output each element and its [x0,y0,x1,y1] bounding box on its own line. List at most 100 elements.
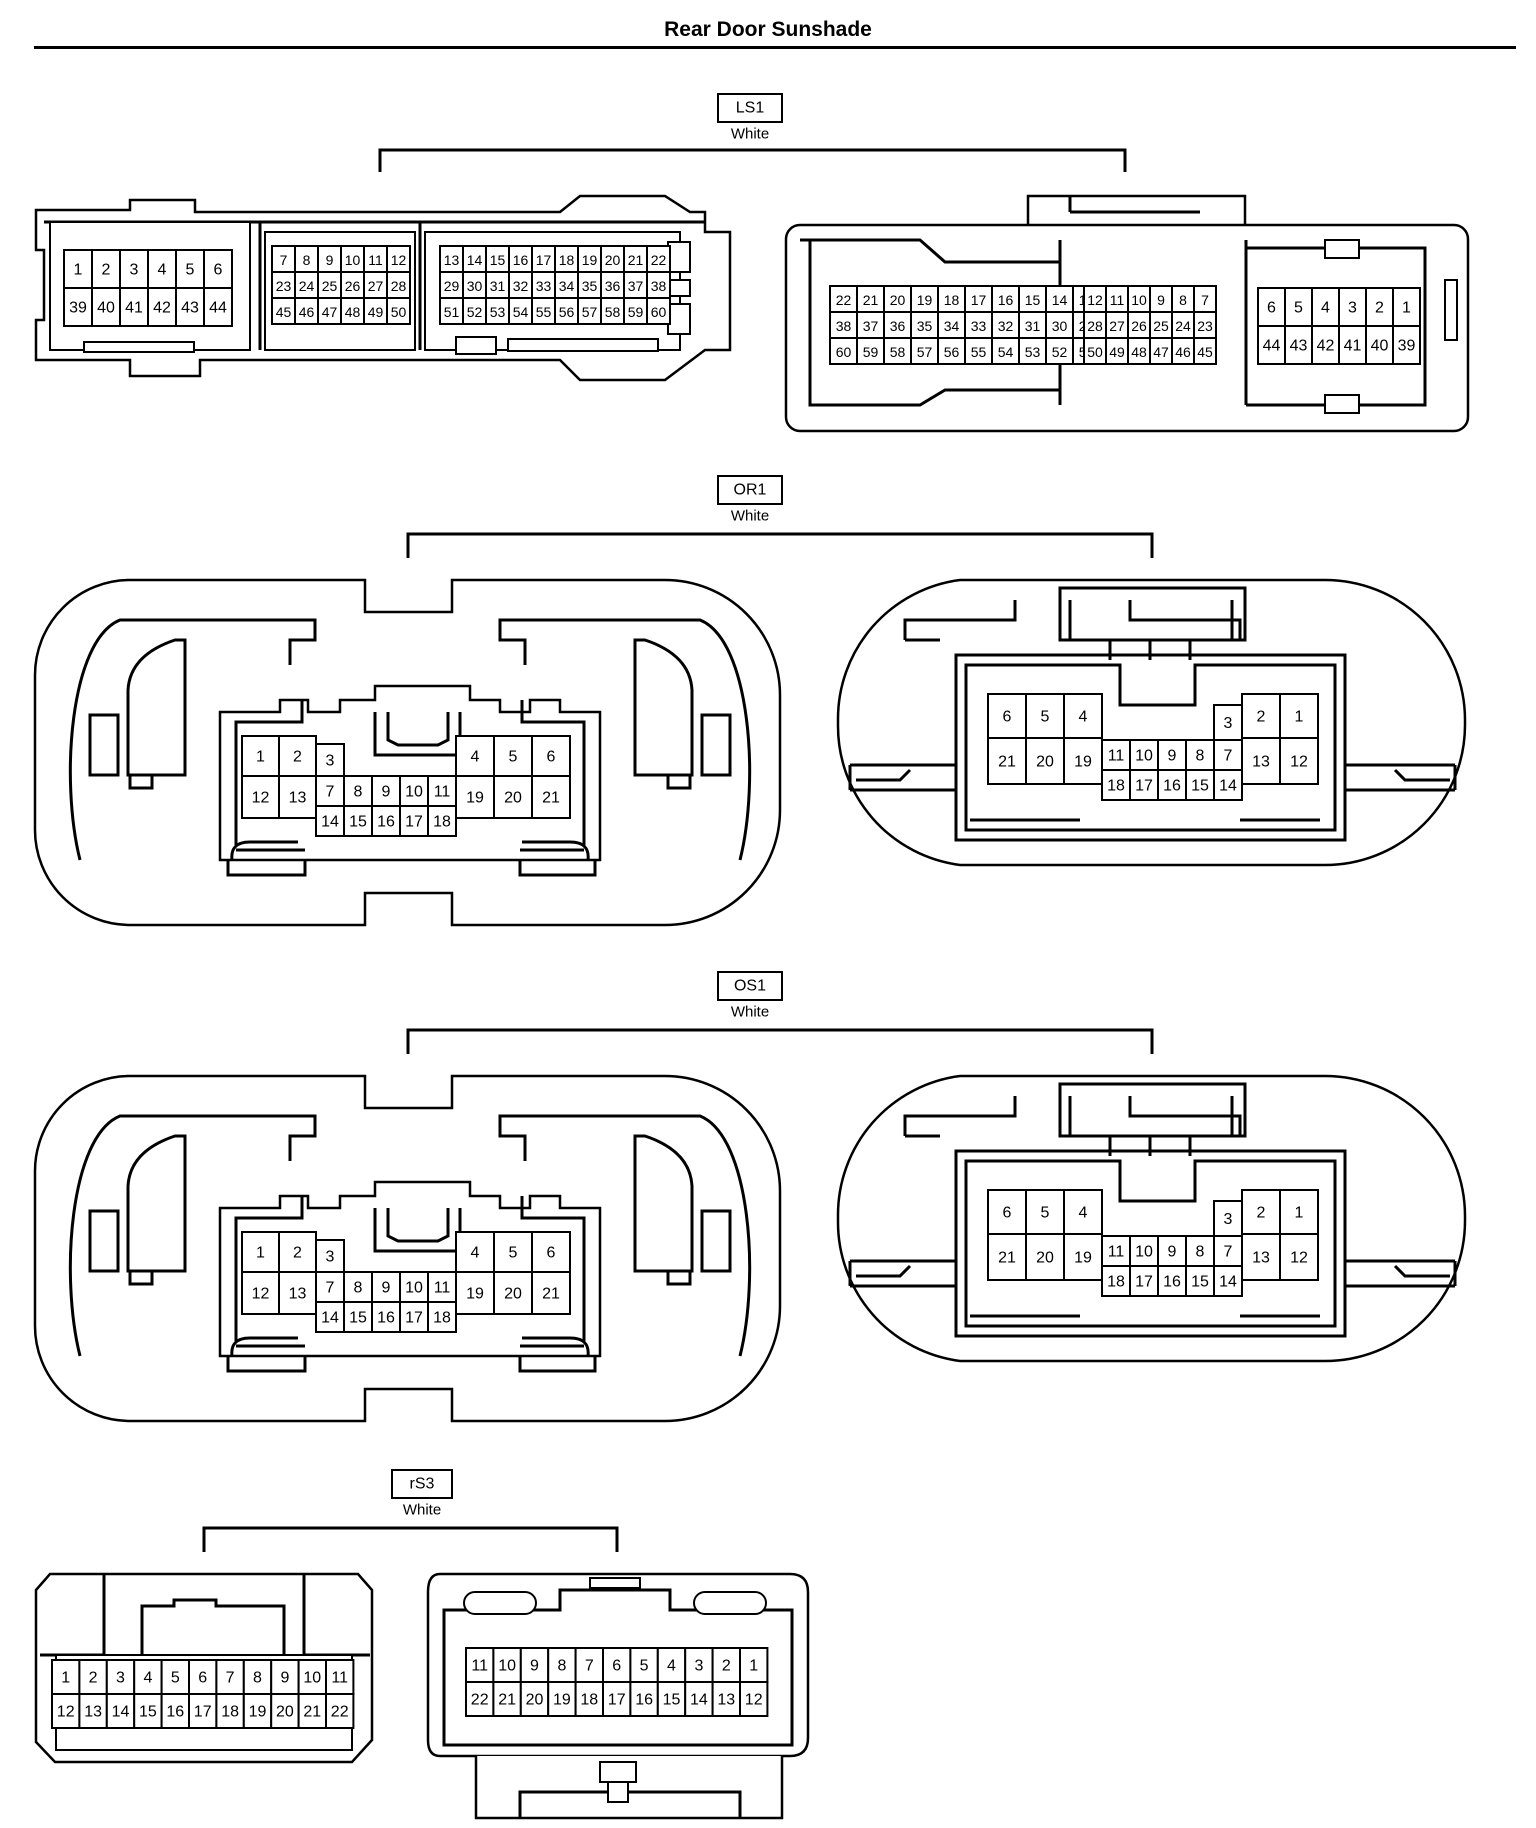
pin-cell: 5 [175,249,205,289]
pin-number: 13 [289,790,307,807]
pin-cell: 15 [656,1681,687,1717]
pin-number: 20 [890,292,906,308]
pin-cell: 9 [371,1271,401,1303]
pin-cell: 23 [271,271,296,299]
pin-cell: 14 [462,245,487,273]
pin-cell: 57 [910,337,939,365]
pin-cell: 24 [1171,311,1195,339]
pin-cell: 51 [439,297,464,325]
pin-number: 8 [354,784,363,801]
pin-number: 10 [303,1670,321,1687]
pin-number: 48 [1131,344,1147,360]
pin-cell: 1 [1279,693,1319,739]
rs3-header: rS3 White [202,1469,619,1552]
pin-cell: 40 [91,287,121,327]
pin-cell: 10 [1127,285,1151,313]
pin-number: 7 [1224,1244,1233,1261]
pin-number: 55 [971,344,987,360]
pin-cell: 11 [1105,285,1129,313]
pin-cell: 25 [317,271,342,299]
pin-number: 28 [1087,318,1103,334]
pin-cell: 29 [439,271,464,299]
pin-cell: 6 [188,1659,218,1695]
pin-number: 12 [57,1704,75,1721]
pin-number: 18 [580,1692,598,1709]
pin-cell: 19 [1063,737,1103,785]
pin-cell: 13 [1241,1233,1281,1281]
pin-cell: 13 [278,775,317,819]
pin-number: 44 [209,300,227,317]
pin-cell: 11 [465,1647,495,1683]
pin-cell: 45 [271,297,296,325]
pin-cell: 8 [547,1647,577,1683]
pin-cell: 5 [160,1659,191,1695]
pin-number: 9 [530,1658,539,1675]
pin-number: 7 [226,1670,235,1687]
title-rule [34,46,1516,49]
ls1-male-connector: 2221201918171615141338373635343332313029… [784,194,1470,433]
pin-cell: 16 [991,285,1020,313]
pin-number: 53 [1025,344,1041,360]
pin-number: 18 [1107,778,1125,795]
pin-number: 9 [382,784,391,801]
pin-cell: 19 [242,1693,273,1729]
pin-number: 55 [536,304,552,320]
pin-cell: 35 [577,271,602,299]
pin-cell: 20 [1025,737,1065,785]
pin-cell: 46 [1171,337,1195,365]
pin-number: 57 [917,344,933,360]
pin-cell: 21 [987,1233,1027,1281]
pin-cell: 19 [1063,1233,1103,1281]
pin-cell: 7 [215,1659,245,1695]
pin-cell: 7 [1213,739,1243,771]
pin-cell: 6 [203,249,233,289]
pin-cell: 18 [215,1693,245,1729]
pin-cell: 9 [1157,1235,1187,1267]
pin-cell: 59 [856,337,885,365]
pin-number: 30 [467,278,483,294]
pin-cell: 37 [856,311,885,339]
pin-cell: 34 [937,311,966,339]
pin-cell: 14 [315,1301,345,1333]
pin-cell: 9 [317,245,342,273]
pin-cell: 4 [455,1231,495,1273]
pin-number: 6 [547,1245,556,1262]
pin-cell: 20 [519,1681,550,1717]
pin-cell: 56 [937,337,966,365]
pin-number: 9 [326,252,334,268]
pin-cell: 17 [531,245,556,273]
pin-cell: 1 [241,735,280,777]
pin-cell: 20 [883,285,912,313]
pin-number: 41 [125,300,143,317]
pin-cell: 44 [1257,325,1286,365]
pin-number: 14 [1219,1274,1237,1291]
pin-number: 12 [1290,754,1308,771]
pin-number: 18 [1107,1274,1125,1291]
pin-number: 58 [890,344,906,360]
pin-cell: 9 [1157,739,1187,771]
pin-number: 6 [1003,1205,1012,1222]
pin-cell: 53 [485,297,510,325]
pin-cell: 9 [371,775,401,807]
pin-cell: 39 [1392,325,1421,365]
pin-cell: 11 [1101,739,1131,771]
pin-number: 31 [1025,318,1041,334]
pin-number: 21 [542,1286,560,1303]
pin-number: 14 [1219,778,1237,795]
pin-number: 54 [513,304,529,320]
pin-cell: 13 [439,245,464,273]
pin-number: 49 [368,304,384,320]
pin-number: 2 [293,1245,302,1262]
pin-number: 14 [1052,292,1068,308]
pin-cell: 15 [1018,285,1047,313]
pin-number: 12 [745,1692,763,1709]
pin-number: 20 [276,1704,294,1721]
pin-number: 7 [585,1658,594,1675]
pin-cell: 3 [1213,1200,1243,1237]
pin-number: 17 [1135,778,1153,795]
pin-cell: 20 [493,775,533,819]
pin-number: 1 [74,262,83,279]
pin-cell: 21 [531,1271,571,1315]
